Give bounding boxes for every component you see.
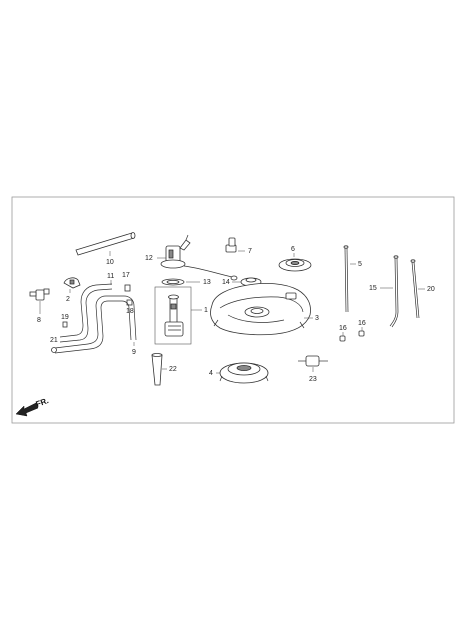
callout-15: 15 xyxy=(369,285,377,292)
part-1-box xyxy=(154,286,192,345)
part-4-mount[interactable] xyxy=(219,362,269,384)
callout-5: 5 xyxy=(358,261,362,268)
part-wire xyxy=(183,265,233,278)
callout-17: 17 xyxy=(122,272,130,279)
front-direction-label: FR. xyxy=(35,396,50,409)
part-12-pump-top[interactable] xyxy=(160,234,191,269)
part-2-clamp[interactable] xyxy=(63,277,81,289)
part-17-pin[interactable] xyxy=(124,284,131,292)
callout-12: 12 xyxy=(145,255,153,262)
part-15-rod[interactable] xyxy=(389,255,399,328)
part-22-tube[interactable] xyxy=(151,353,163,386)
callout-13: 13 xyxy=(203,279,211,286)
callout-9: 9 xyxy=(132,349,136,356)
callout-10: 10 xyxy=(106,259,114,266)
callout-3: 3 xyxy=(315,315,319,322)
callout-14: 14 xyxy=(222,279,230,286)
part-8-valve[interactable] xyxy=(29,288,50,301)
part-20-rod[interactable] xyxy=(410,259,420,319)
part-11-hose[interactable] xyxy=(59,283,113,343)
callout-21: 21 xyxy=(50,337,58,344)
callout-1: 1 xyxy=(204,307,208,314)
callout-2: 2 xyxy=(66,296,70,303)
part-19-pin[interactable] xyxy=(62,321,68,328)
part-5-rod[interactable] xyxy=(343,245,349,313)
part-16-clip-b[interactable] xyxy=(358,330,365,337)
callout-16a: 16 xyxy=(339,325,347,332)
diagram-frame xyxy=(11,196,455,424)
callout-11: 11 xyxy=(107,273,114,280)
part-16-clip-a[interactable] xyxy=(339,335,346,342)
part-3-fuel-tank[interactable] xyxy=(210,283,311,336)
part-10-tube[interactable] xyxy=(75,232,136,256)
part-13-ring[interactable] xyxy=(161,278,185,286)
part-6-cap[interactable] xyxy=(278,258,312,272)
callout-16b: 16 xyxy=(358,320,366,327)
part-23-filter[interactable] xyxy=(298,355,328,367)
part-18-pin[interactable] xyxy=(126,299,133,306)
callout-7: 7 xyxy=(248,248,252,255)
callout-19: 19 xyxy=(61,314,69,321)
front-direction-arrow-icon xyxy=(15,402,39,417)
part-7-fitting[interactable] xyxy=(225,237,237,253)
callout-6: 6 xyxy=(291,246,295,253)
part-21-hose-end[interactable] xyxy=(51,347,57,353)
callout-20: 20 xyxy=(427,286,435,293)
callout-8: 8 xyxy=(37,317,41,324)
callout-23: 23 xyxy=(309,376,317,383)
part-1-fuel-pump[interactable] xyxy=(164,294,184,337)
callout-4: 4 xyxy=(209,370,213,377)
callout-18: 18 xyxy=(126,308,134,315)
part-9-hose[interactable] xyxy=(54,295,137,354)
callout-22: 22 xyxy=(169,366,177,373)
